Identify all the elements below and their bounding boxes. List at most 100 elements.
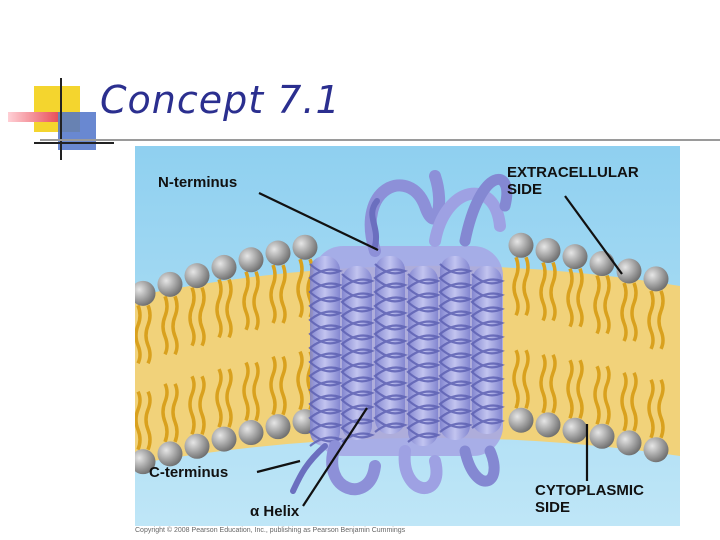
transmembrane-protein (290, 170, 513, 496)
lipid-tail (171, 383, 179, 443)
lipid-tail (549, 261, 557, 322)
lipid-tail (630, 372, 638, 432)
phospholipid-head (562, 417, 588, 443)
lipid-tail (134, 390, 142, 451)
phospholipid-head (211, 426, 237, 452)
extracellular-loop-3 (459, 174, 513, 247)
lipid-tail (198, 375, 206, 435)
phospholipid-head (238, 420, 264, 446)
c-terminus-strand (290, 443, 328, 494)
accent-blue-square (58, 112, 96, 150)
slide-title: Concept 7.1 (100, 78, 341, 122)
helix-coil (340, 273, 375, 443)
lipid-tail (269, 264, 277, 324)
lipid-tail (198, 286, 206, 347)
lipid-tail (225, 278, 233, 339)
phospholipid-head (265, 414, 291, 440)
lipid-tail (215, 278, 223, 339)
lipid-tail (279, 264, 287, 324)
alpha-helix-label: α Helix (250, 503, 300, 520)
phospholipid-head (508, 407, 534, 433)
lipid-tail (647, 378, 655, 439)
extracellular-loop-2 (429, 187, 506, 247)
extracellular-side-label: EXTRACELLULAR SIDE (507, 164, 639, 198)
phospholipid-head (535, 237, 561, 263)
phospholipid-head (616, 430, 642, 456)
lipid-tail (630, 282, 638, 342)
phospholipid-head (157, 271, 183, 297)
phospholipid-head (535, 412, 561, 438)
accent-horizontal-line (34, 142, 114, 144)
leader-lines (256, 192, 623, 507)
helix-coil (470, 273, 505, 429)
cytoplasmic-side-label: CYTOPLASMIC SIDE (535, 482, 644, 516)
lipid-tail (215, 368, 223, 428)
phospholipid-head (292, 234, 318, 260)
accent-red-bar (8, 112, 58, 122)
lipid-tail (657, 378, 665, 439)
lipid-tail (252, 271, 260, 331)
lipid-tail (269, 355, 277, 416)
helix-coil (438, 263, 473, 433)
lipid-tail (161, 383, 169, 443)
c-terminus-leader (256, 459, 301, 474)
lipid-tail (134, 304, 142, 365)
membrane-protein-illustration (130, 146, 680, 526)
phospholipid-head (157, 441, 183, 467)
lipid-tail (620, 372, 628, 432)
phospholipid-head (589, 423, 615, 449)
cytoplasmic-loop-2 (398, 445, 443, 494)
lipid-tail (144, 390, 152, 451)
lipid-tail (593, 274, 601, 335)
cytoplasmic-loop-3 (459, 445, 500, 487)
lipid-tail (549, 354, 557, 414)
lipid-tails-upper (134, 256, 665, 365)
lipid-tail (225, 368, 233, 428)
lipid-tail (144, 304, 152, 365)
lipid-tail (242, 361, 250, 422)
lipid-tail (657, 290, 665, 350)
lipid-tail (512, 256, 520, 317)
alpha-helices (308, 256, 505, 447)
lipid-tail (522, 256, 530, 317)
phospholipid-head (211, 254, 237, 280)
phospholipid-head (508, 232, 534, 258)
phospholipid-head (265, 240, 291, 266)
accent-vertical-line (60, 78, 62, 160)
helix-coil (406, 273, 441, 443)
phospholipid-head (643, 437, 669, 463)
lipid-tail (593, 365, 601, 425)
phospholipid-head (589, 251, 615, 277)
lipid-tail (539, 261, 547, 322)
lipid-tail (242, 271, 250, 331)
phospholipid-head (130, 280, 156, 306)
lipid-tail (171, 295, 179, 356)
lipid-tail (539, 354, 547, 414)
lipid-tail (188, 286, 196, 347)
phospholipid-head (130, 449, 156, 475)
lipid-tail (188, 375, 196, 435)
lipid-tail (296, 258, 304, 318)
membrane-protein-figure: N-terminus EXTRACELLULAR SIDE C-terminus… (130, 146, 680, 526)
n-terminus-strand (369, 198, 380, 249)
lipid-tail (603, 274, 611, 335)
c-terminus-label: C-terminus (149, 464, 229, 481)
lipid-tail (252, 361, 260, 422)
phospholipid-head (562, 244, 588, 270)
phospholipid-head (616, 258, 642, 284)
phospholipid-head (184, 263, 210, 289)
lipid-tail (161, 295, 169, 356)
lipid-tail (512, 349, 520, 409)
phospholipid-heads-upper (130, 232, 669, 306)
phospholipid-head (238, 247, 264, 273)
lipid-tail (566, 267, 574, 328)
lipid-tail (296, 350, 304, 411)
alpha-helix-leader (302, 407, 368, 507)
phospholipid-head (184, 433, 210, 459)
lipid-tail (603, 365, 611, 425)
n-terminus-label: N-terminus (158, 174, 238, 191)
lipid-tail (620, 282, 628, 342)
lipid-tail (576, 267, 584, 328)
copyright-notice: Copyright © 2008 Pearson Education, Inc.… (135, 527, 406, 534)
extracellular-leader (564, 195, 623, 275)
